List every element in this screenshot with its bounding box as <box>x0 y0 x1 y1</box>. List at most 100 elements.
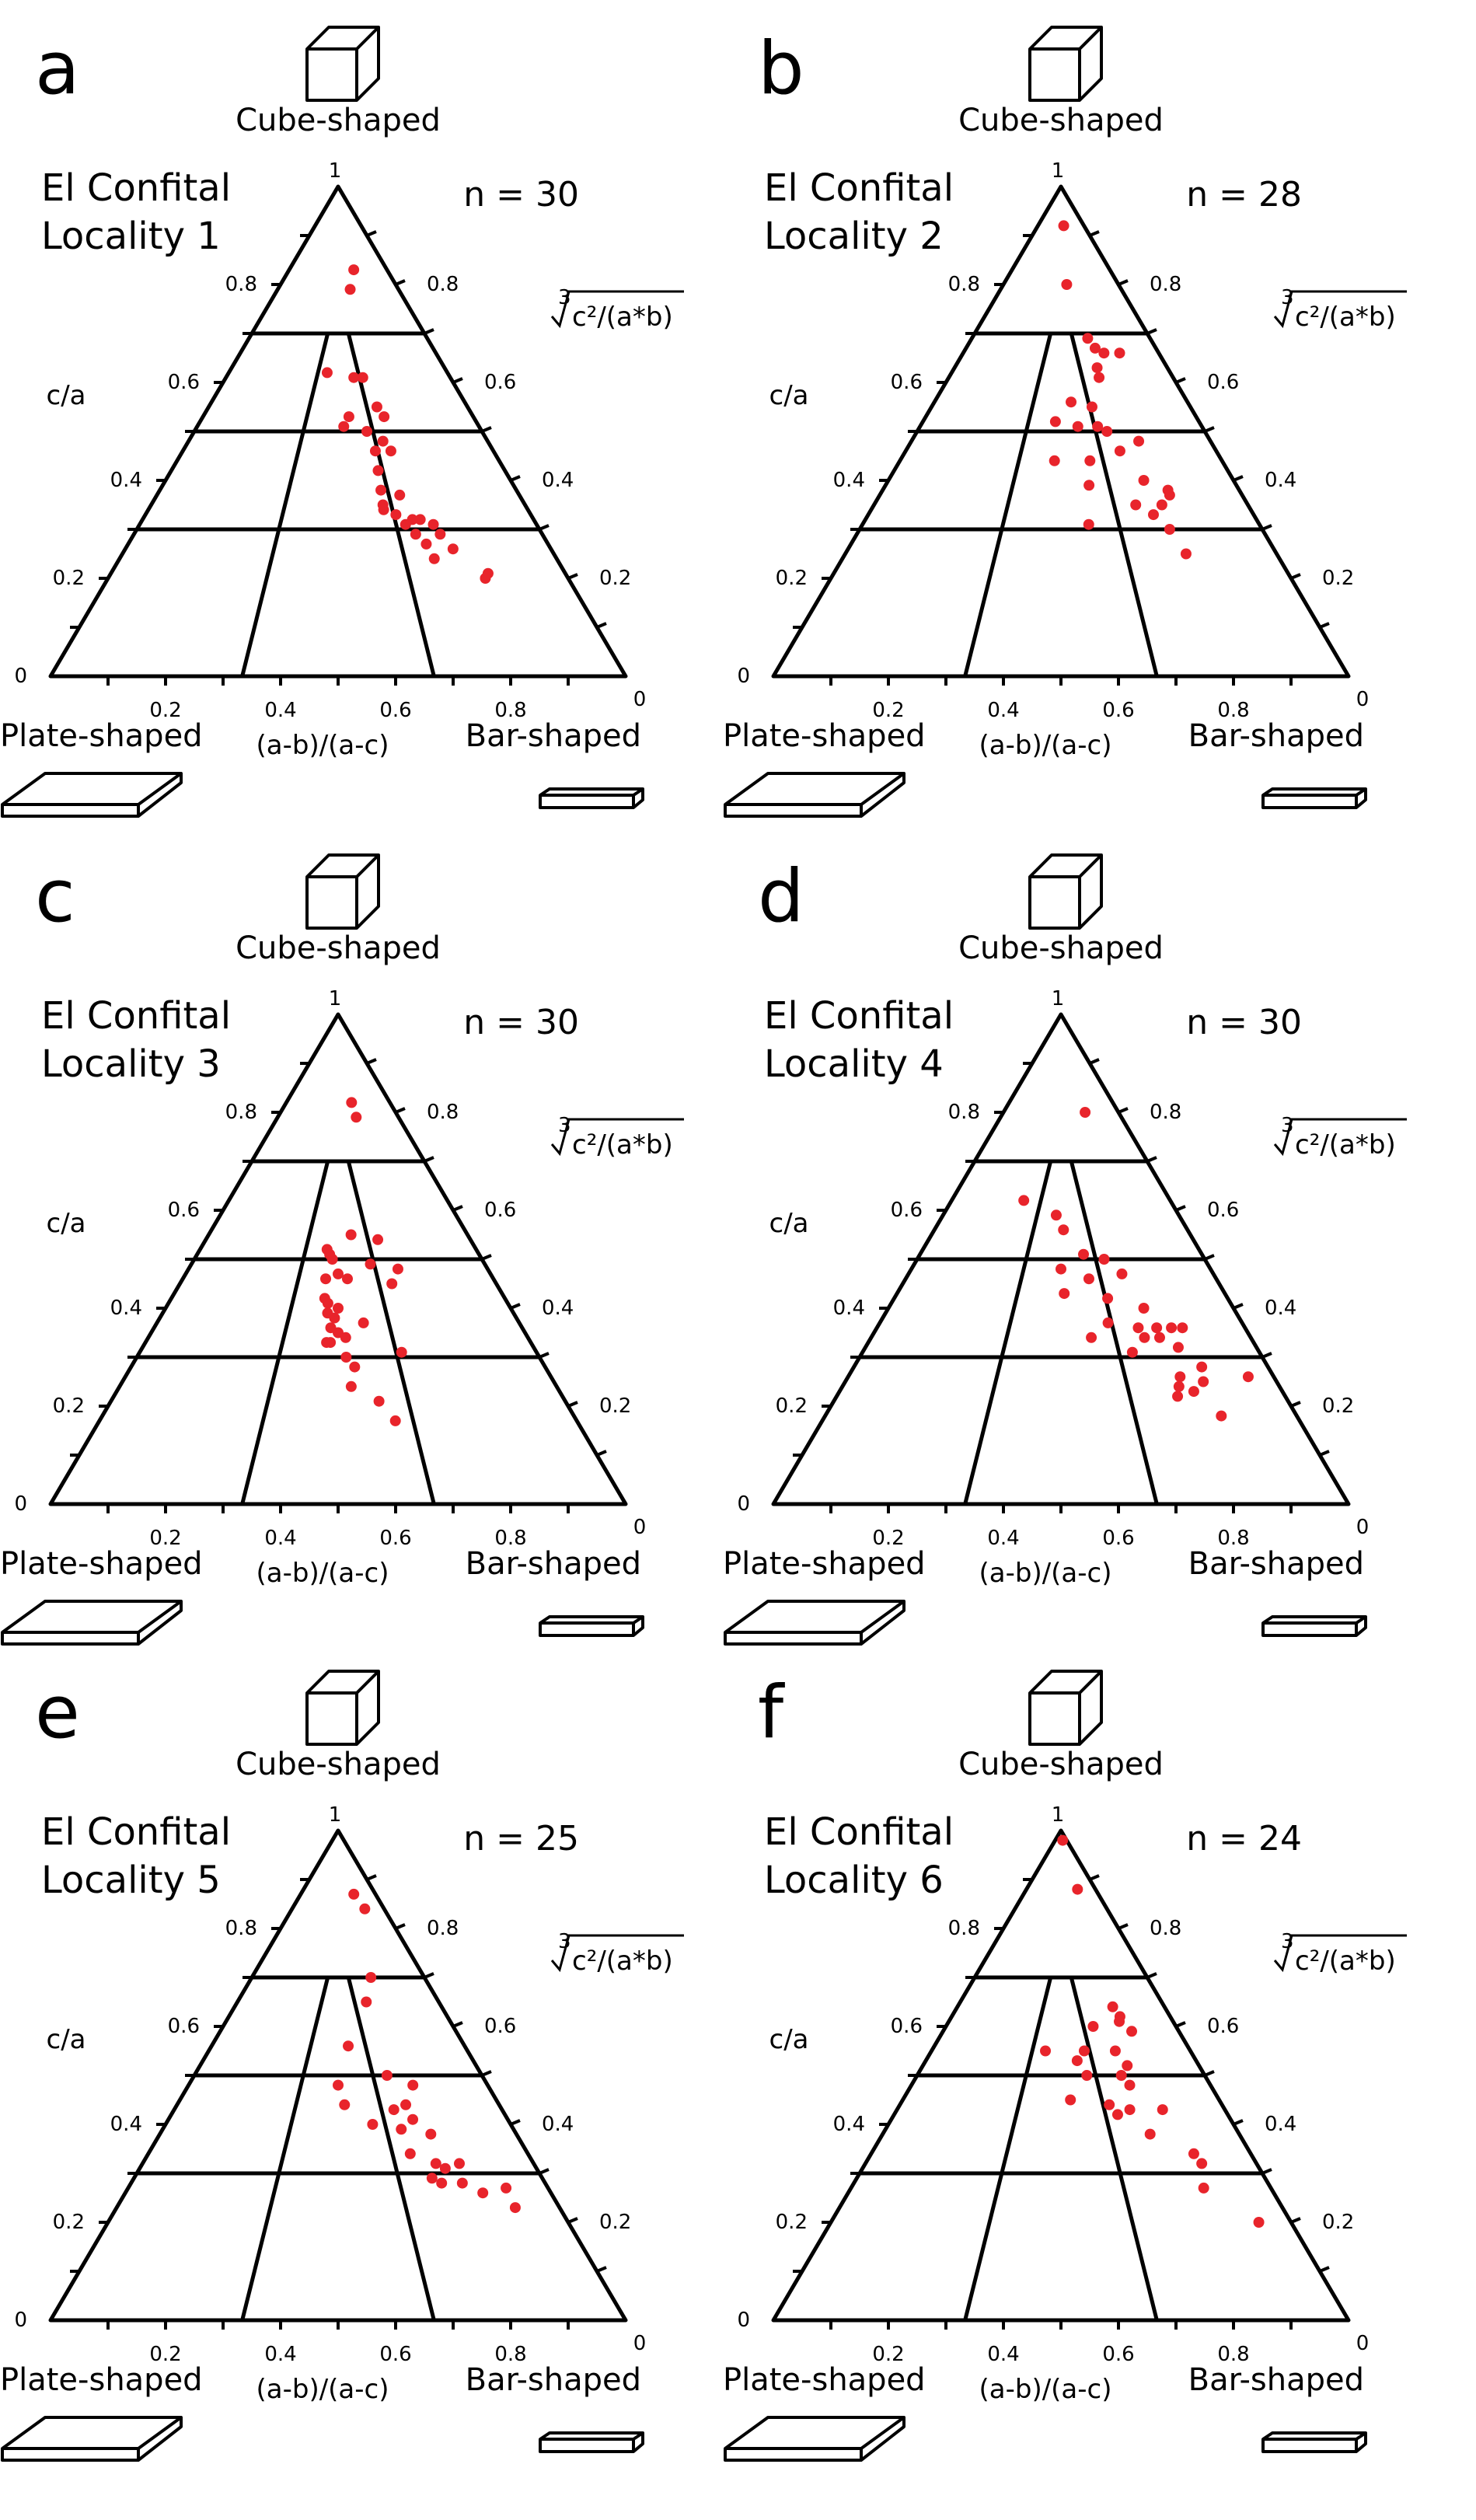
cube-shape-icon <box>1028 26 1103 102</box>
plate-shape-icon <box>1 2416 183 2462</box>
plate-shaped-label: Plate-shaped <box>723 718 926 754</box>
data-point <box>425 2128 437 2140</box>
left-axis-tick-label: 1 <box>1052 987 1065 1010</box>
cube-root-symbol <box>550 1934 684 1973</box>
right-axis-tick-label: 0.2 <box>599 567 631 590</box>
data-point <box>1083 518 1094 530</box>
cube-shaped-label: Cube-shaped <box>236 103 441 138</box>
class-boundary-line <box>1069 1161 1159 1505</box>
data-point <box>1196 1361 1208 1373</box>
data-point <box>1098 1254 1110 1265</box>
data-point <box>343 2040 354 2052</box>
data-point <box>1040 2045 1052 2057</box>
left-axis-title: c/a <box>47 2024 86 2055</box>
left-axis-tick-label: 1 <box>329 1803 342 1827</box>
left-axis-tick-label: 0.8 <box>948 1101 980 1124</box>
right-axis-tick <box>1261 524 1272 531</box>
bottom-axis-tick-label: 0.8 <box>494 2343 526 2366</box>
data-point <box>361 426 372 437</box>
data-point <box>392 1263 403 1275</box>
data-point <box>396 1346 407 1358</box>
class-boundary-line <box>346 1161 436 1505</box>
left-axis-tick-label: 0 <box>737 1492 750 1516</box>
data-point <box>1114 445 1125 457</box>
data-point <box>1056 1263 1066 1275</box>
data-point <box>1104 2099 1115 2110</box>
data-point <box>1147 509 1159 521</box>
data-point <box>1172 1342 1184 1353</box>
data-point <box>1133 435 1145 447</box>
data-point <box>1216 1410 1227 1422</box>
data-point <box>345 1380 357 1392</box>
right-axis-tick-label: 0.4 <box>542 2113 574 2136</box>
data-point <box>509 2202 521 2214</box>
left-axis-tick-label: 1 <box>1052 1803 1065 1827</box>
right-axis-tick <box>366 1874 377 1881</box>
data-point <box>372 1234 384 1245</box>
bar-shaped-label: Bar-shaped <box>1188 718 1364 754</box>
bottom-axis-title: (a-b)/(a-c) <box>979 1558 1112 1589</box>
left-axis-tick-label: 0.6 <box>168 1199 200 1222</box>
right-axis-tick-label: 0.4 <box>1265 2113 1296 2136</box>
sample-count-label: n = 30 <box>463 1003 579 1042</box>
bottom-axis-tick-label: 0.6 <box>1102 699 1134 722</box>
right-axis-tick <box>452 377 463 384</box>
data-point <box>333 1268 344 1279</box>
panel-letter: c <box>35 854 75 939</box>
sample-count-label: n = 28 <box>1186 175 1302 215</box>
right-axis-tick <box>1146 1156 1157 1163</box>
locality-title-line2: Locality 2 <box>764 215 944 258</box>
data-point <box>1188 1386 1199 1398</box>
left-axis-tick-label: 0 <box>14 665 27 688</box>
class-boundary-line <box>240 333 330 677</box>
data-point <box>1144 2128 1156 2140</box>
data-point <box>367 2119 379 2130</box>
data-point <box>1174 1371 1186 1383</box>
bottom-axis-tick-label: 0 <box>1356 688 1370 711</box>
data-point <box>1102 1293 1114 1304</box>
bottom-axis-tick-label: 0.8 <box>494 699 526 722</box>
bottom-axis-tick-label: 0.4 <box>264 1527 296 1550</box>
data-point <box>453 2158 465 2169</box>
bottom-axis-tick-label: 0.4 <box>264 2343 296 2366</box>
right-axis-tick-label: 0.6 <box>484 1199 516 1222</box>
bottom-axis-tick-label: 0.4 <box>264 699 296 722</box>
right-axis-tick-label: 0.4 <box>542 469 574 492</box>
right-axis-tick <box>1089 230 1100 237</box>
cube-root-symbol <box>1273 1934 1407 1973</box>
data-point <box>365 1972 377 1983</box>
right-axis-tick <box>395 1923 406 1930</box>
left-axis-tick-label: 0.2 <box>776 1394 808 1418</box>
right-axis-title: c²/(a*b) <box>1295 302 1396 333</box>
data-point <box>400 518 411 530</box>
data-point <box>410 529 421 540</box>
bottom-axis-tick-label: 0 <box>633 688 647 711</box>
left-axis-tick-label: 0.2 <box>53 1394 85 1418</box>
bar-shaped-label: Bar-shaped <box>466 718 641 754</box>
data-point <box>326 1254 338 1265</box>
right-axis-tick-label: 0.6 <box>484 2015 516 2038</box>
data-point <box>1087 2021 1099 2032</box>
right-axis-tick <box>1319 1450 1330 1457</box>
panel-letter: a <box>35 26 80 111</box>
data-point <box>1107 2001 1118 2012</box>
right-axis-title: c²/(a*b) <box>572 302 673 333</box>
data-point <box>1109 2045 1121 2057</box>
right-axis-tick <box>1204 426 1215 433</box>
data-point <box>1124 2104 1136 2116</box>
right-axis-tick <box>1233 2119 1244 2126</box>
data-point <box>1083 1273 1094 1285</box>
right-axis-tick <box>539 1352 550 1359</box>
bottom-axis-tick-label: 0.2 <box>872 699 904 722</box>
left-axis-tick-label: 0.8 <box>225 1101 257 1124</box>
data-point <box>1188 2148 1199 2159</box>
left-axis-tick-label: 0.8 <box>948 273 980 296</box>
right-axis-tick <box>567 1401 578 1408</box>
data-point <box>430 2158 441 2169</box>
right-axis-title: c²/(a*b) <box>1295 1129 1396 1161</box>
left-axis-tick-label: 0.4 <box>833 1297 865 1320</box>
class-boundary-line <box>240 1161 330 1505</box>
